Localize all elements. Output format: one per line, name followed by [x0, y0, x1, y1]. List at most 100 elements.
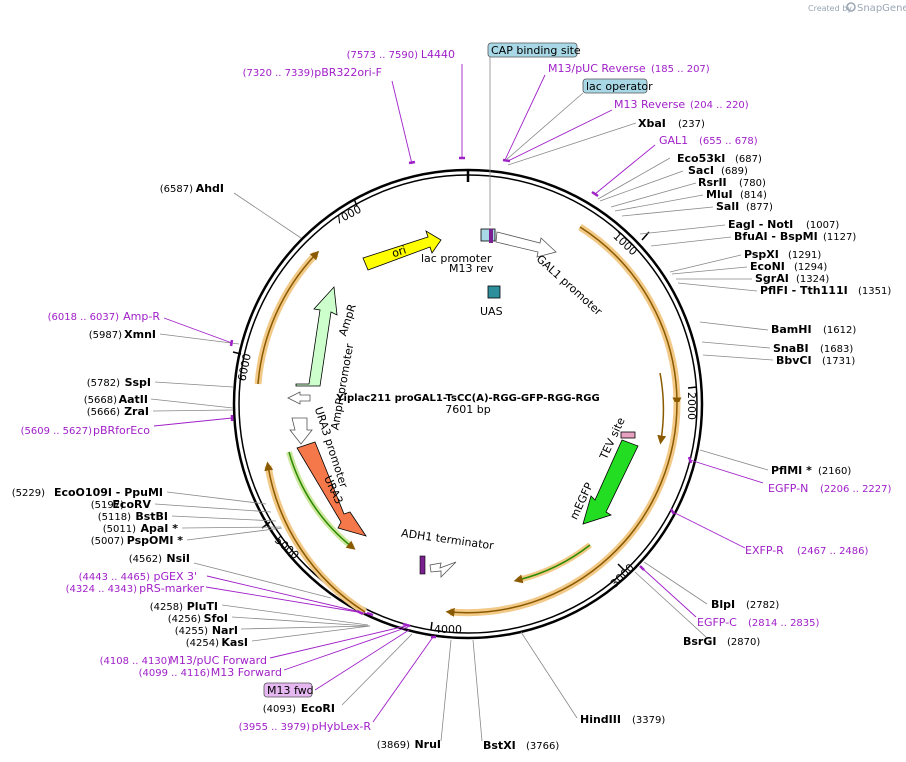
site-sfoi: SfoI	[204, 612, 228, 625]
svg-text:(204 .. 220): (204 .. 220)	[690, 100, 749, 111]
svg-text:(2782): (2782)	[746, 600, 779, 611]
primer-m13-forward: M13 Forward	[211, 666, 282, 679]
svg-text:(1127): (1127)	[823, 232, 856, 243]
gal1-promoter-feature	[495, 231, 557, 258]
site-xbai: XbaI	[638, 117, 666, 130]
ampr-promoter-label: AmpR promoter	[328, 342, 356, 431]
primer-egfp-n: EGFP-N	[768, 482, 808, 495]
svg-text:(780): (780)	[739, 178, 766, 189]
snapgene-credit: Created by SnapGene	[808, 2, 906, 14]
uas-label: UAS	[480, 305, 503, 318]
svg-text:(4258): (4258)	[150, 602, 183, 613]
m13-fwd-label: M13 fwd	[267, 684, 314, 697]
primer-m13-puc-reverse: M13/pUC Reverse	[548, 62, 646, 75]
svg-text:(4093): (4093)	[263, 704, 296, 715]
svg-text:(5011): (5011)	[103, 524, 136, 535]
ura3-feature	[296, 441, 367, 537]
site-sspi: SspI	[125, 376, 151, 389]
backbone	[232, 168, 704, 640]
svg-text:(5666): (5666)	[87, 407, 120, 418]
svg-text:(1294): (1294)	[794, 262, 827, 273]
site-nrui: NruI	[414, 738, 441, 751]
svg-text:(1683): (1683)	[820, 344, 853, 355]
site-snabi: SnaBI	[773, 342, 809, 355]
snapgene-logo-icon	[846, 2, 856, 12]
tick-7000: 7000	[333, 203, 364, 228]
svg-text:(2870): (2870)	[727, 637, 760, 648]
primers-right: M13/pUC Reverse (185 .. 207) M13 Reverse…	[548, 62, 892, 629]
plasmid-name: Yiplac211 proGAL1-TsCC(A)-RGG-GFP-RGG-RG…	[335, 393, 599, 404]
svg-text:(3955 .. 3979): (3955 .. 3979)	[239, 722, 311, 733]
lac-operator-box	[582, 78, 648, 94]
primer-m13-reverse: M13 Reverse	[614, 98, 685, 111]
site-pluti: PluTI	[187, 600, 218, 613]
orf-arc-gfp	[449, 401, 681, 617]
svg-text:(7320 .. 7339): (7320 .. 7339)	[243, 68, 315, 79]
site-bstbi: BstBI	[135, 510, 168, 523]
orf-arc-ampr	[254, 251, 319, 385]
site-mlui: MluI	[706, 188, 733, 201]
svg-text:(2160): (2160)	[818, 466, 851, 477]
svg-text:(1731): (1731)	[822, 356, 855, 367]
svg-text:(4108 .. 4130): (4108 .. 4130)	[100, 656, 172, 667]
megfp-feature	[582, 439, 639, 525]
primer-gal1: GAL1	[659, 134, 688, 147]
primers-left: L4440 (7573 .. 7590) pBR322ori-F (7320 .…	[21, 48, 455, 733]
primer-leader-lines	[153, 64, 764, 723]
site-sgrai: SgrAI	[755, 272, 789, 285]
site-pspomi: PspOMI *	[127, 534, 184, 547]
site-bsrgi: BsrGI	[683, 635, 716, 648]
site-aatii: AatII	[119, 393, 148, 406]
svg-text:(1612): (1612)	[823, 325, 856, 336]
site-bbvci: BbvCI	[776, 354, 812, 367]
sites-left: NruI (3869) EcoRI (4093) KasI (4254) Nar…	[12, 182, 441, 751]
primer-pgex-3: pGEX 3'	[153, 570, 197, 583]
svg-text:(5782): (5782)	[87, 378, 120, 389]
svg-text:(185 .. 207): (185 .. 207)	[651, 64, 710, 75]
site-pflfi-tth111i: PflFI - Tth111I	[760, 284, 848, 297]
site-leader-lines	[150, 122, 774, 742]
svg-text:(5609 .. 5627): (5609 .. 5627)	[21, 426, 93, 437]
site-ahdi: AhdI	[196, 182, 224, 195]
tick-6000: 6000	[235, 352, 254, 382]
ori-label: ori	[390, 243, 408, 260]
svg-text:(1007): (1007)	[806, 220, 839, 231]
svg-text:(4099 .. 4116): (4099 .. 4116)	[139, 668, 211, 679]
adh1-terminator-feature	[429, 561, 457, 578]
primer-exfp-r: EXFP-R	[745, 544, 784, 557]
orf-arcs	[254, 224, 682, 617]
site-eco53ki: Eco53kI	[677, 152, 725, 165]
m13-fwd-box	[263, 682, 313, 698]
sites-right: XbaI (237) Eco53kI (687) SacI (689) RsrI…	[483, 117, 891, 752]
svg-text:(6587): (6587)	[160, 184, 193, 195]
svg-text:(5197): (5197)	[91, 500, 124, 511]
primer-marks	[229, 156, 693, 639]
site-kasi: KasI	[221, 636, 248, 649]
ampr-feature	[295, 286, 338, 387]
tick-2000: 2000	[685, 392, 698, 420]
primer-phyblex-r: pHybLex-R	[312, 720, 372, 733]
primer-m13-puc-forward: M13/pUC Forward	[169, 654, 267, 667]
lac-operator-label: lac operator	[586, 80, 653, 93]
svg-text:(6018 .. 6037): (6018 .. 6037)	[48, 312, 120, 323]
svg-text:(814): (814)	[740, 190, 767, 201]
svg-text:(2467 .. 2486): (2467 .. 2486)	[797, 546, 869, 557]
tick-4000: 4000	[434, 623, 462, 636]
site-sali: SalI	[716, 200, 739, 213]
svg-text:(4324 .. 4343): (4324 .. 4343)	[66, 584, 138, 595]
primer-pbrforeco: pBRforEco	[93, 424, 150, 437]
m13-rev-label: M13 rev	[449, 262, 494, 275]
svg-text:(4562): (4562)	[129, 554, 162, 565]
primer-egfp-c: EGFP-C	[697, 616, 737, 629]
site-xmni: XmnI	[124, 328, 156, 341]
svg-text:(2206 .. 2227): (2206 .. 2227)	[820, 484, 892, 495]
site-econi: EcoNI	[750, 260, 785, 273]
svg-text:(5229): (5229)	[12, 488, 45, 499]
svg-text:(5987): (5987)	[89, 330, 122, 341]
site-blpi: BlpI	[711, 598, 735, 611]
svg-text:(4443 .. 4465): (4443 .. 4465)	[79, 572, 151, 583]
gal1-promoter-label: GAL1 promoter	[534, 252, 605, 318]
svg-text:(877): (877)	[746, 202, 773, 213]
site-pspxi: PspXI	[744, 248, 779, 261]
uas-feature	[487, 285, 501, 299]
